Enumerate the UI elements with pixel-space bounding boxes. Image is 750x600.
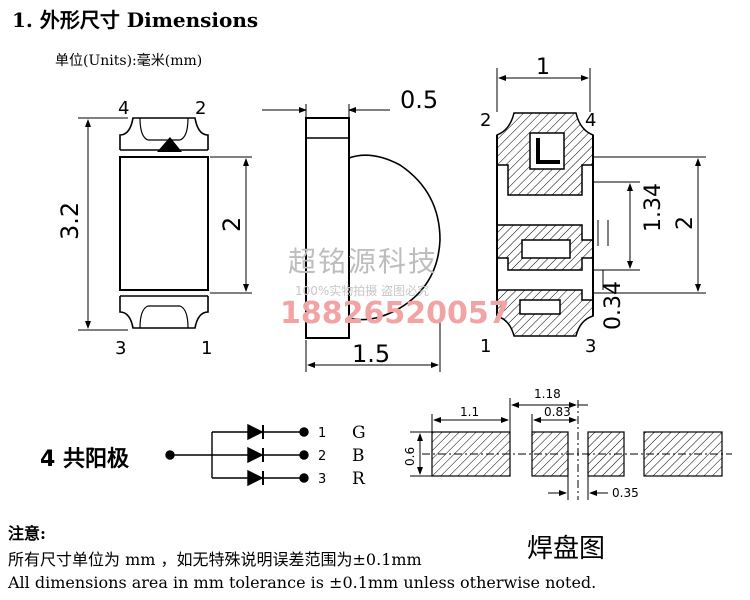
circuit-pin-2-color: B bbox=[352, 446, 365, 466]
side-view bbox=[262, 104, 441, 372]
back-dim-pad-b: 2 bbox=[673, 216, 698, 230]
polarity-triangle bbox=[157, 137, 182, 152]
back-pin-4: 4 bbox=[585, 110, 596, 131]
side-dim-depth: 1.5 bbox=[352, 340, 390, 368]
circuit-pin-2-number: 2 bbox=[318, 449, 326, 464]
front-pin-4: 4 bbox=[118, 98, 129, 119]
front-view bbox=[78, 117, 252, 331]
units-label: 单位(Units):毫米(mm) bbox=[55, 53, 203, 69]
front-pin-3: 3 bbox=[115, 338, 126, 359]
notes-line-cn: 所有尺寸单位为 mm ，如无特殊说明误差范围为±0.1mm bbox=[8, 550, 422, 569]
back-pin-2: 2 bbox=[480, 110, 491, 131]
notes-heading: 注意: bbox=[8, 524, 46, 543]
side-body bbox=[305, 117, 350, 339]
watermark-phone: 18826520057 bbox=[280, 296, 510, 331]
dimension-labels: 4 2 3 1 3.2 2 0.5 1.5 1 2 4 1 3 1.34 2 0… bbox=[56, 55, 698, 500]
pad-layout bbox=[410, 398, 732, 500]
circuit-pin-1-color: G bbox=[352, 423, 366, 443]
pad-dim-pitch: 1.18 bbox=[534, 387, 561, 401]
pad-dim-inner: 0.83 bbox=[544, 405, 571, 419]
page-title: 1. 外形尺寸 Dimensions bbox=[12, 8, 259, 32]
front-body bbox=[119, 156, 209, 291]
pad-dim-width: 1.1 bbox=[460, 405, 479, 419]
common-anode-circuit bbox=[165, 423, 309, 487]
front-bottom-terminal bbox=[119, 296, 209, 329]
circuit-pin-3-color: R bbox=[352, 469, 366, 489]
pad-dim-height: 0.6 bbox=[403, 447, 417, 466]
back-pin-3: 3 bbox=[585, 336, 596, 357]
front-dim-height: 2 bbox=[218, 217, 246, 232]
front-pin-1: 1 bbox=[201, 338, 212, 359]
side-lens bbox=[348, 154, 441, 321]
back-dim-width: 1 bbox=[536, 55, 550, 80]
pad-layout-title: 焊盘图 bbox=[527, 534, 606, 564]
front-dim-length: 3.2 bbox=[56, 202, 84, 240]
circuit-pin-1-number: 1 bbox=[318, 426, 326, 441]
front-top-terminal bbox=[119, 117, 209, 150]
front-pin-2: 2 bbox=[195, 98, 206, 119]
back-dim-pad-a: 1.34 bbox=[641, 183, 666, 232]
watermark-company: 超铭源科技 bbox=[288, 245, 439, 278]
back-view bbox=[496, 68, 706, 337]
diode-g bbox=[212, 423, 309, 441]
common-anode-label: 4 共阳极 bbox=[40, 447, 129, 472]
circuit-pin-3-number: 3 bbox=[318, 472, 326, 487]
diode-r bbox=[212, 469, 309, 487]
pad-dim-gap: 0.35 bbox=[612, 486, 639, 500]
back-dim-gap: 0.34 bbox=[601, 281, 626, 330]
diode-b bbox=[212, 446, 309, 464]
watermark-notice: 100%实物拍摄 盗图必究 bbox=[295, 284, 430, 298]
notes-line-en: All dimensions area in mm tolerance is ±… bbox=[8, 573, 597, 592]
back-pin-1: 1 bbox=[480, 336, 491, 357]
side-dim-thickness: 0.5 bbox=[400, 86, 438, 114]
